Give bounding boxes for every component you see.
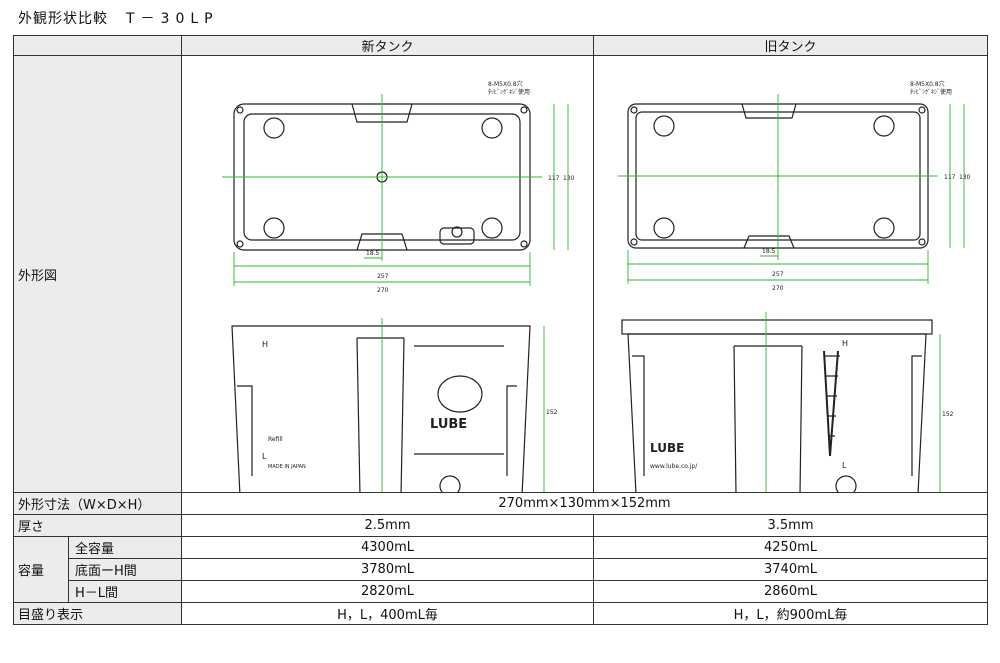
header-new-tank: 新タンク — [181, 35, 594, 56]
new-mark-h: H — [262, 340, 268, 349]
old-url-text: www.lube.co.jp/ — [650, 463, 698, 470]
new-mark-l: L — [262, 452, 267, 461]
comparison-table: 新タンク 旧タンク 外形図 — [13, 35, 988, 625]
old-height-dim: 152 — [942, 411, 954, 418]
new-dim-offset: 18.5 — [366, 250, 380, 257]
old-tank-drawing: 257 270 18.5 117 130 8-M5X0.8穴 ﾀｯﾋﾟﾝｸﾞﾈｼ… — [618, 80, 971, 492]
old-dim-depth-total: 130 — [959, 174, 971, 181]
old-dim-offset: 18.5 — [762, 248, 776, 255]
new-tank-drawing-cell: 257 270 18.5 117 130 8-M5X0.8穴 ﾀｯﾋﾟﾝｸﾞﾈｼ… — [181, 55, 594, 493]
new-dim-total: 270 — [377, 287, 389, 294]
page-title: 外観形状比較 T－30LP — [18, 8, 219, 28]
old-dim-total: 270 — [772, 285, 784, 292]
capacity-bottom-h-new: 3780mL — [181, 558, 594, 581]
new-screw-note2: ﾀｯﾋﾟﾝｸﾞﾈｼﾞ使用 — [488, 88, 530, 96]
row-label-thickness: 厚さ — [13, 514, 182, 537]
capacity-total-new: 4300mL — [181, 536, 594, 559]
old-front-lid — [621, 319, 933, 335]
old-dim-depth: 117 — [944, 174, 956, 181]
new-dim-depth: 117 — [548, 175, 560, 182]
new-height-dim: 152 — [546, 409, 558, 416]
old-front-outline — [627, 333, 927, 492]
capacity-h-l-old: 2860mL — [593, 580, 988, 603]
dimensions-value: 270mm×130mm×152mm — [181, 492, 988, 515]
title-model: T－30LP — [126, 11, 219, 27]
capacity-h-l-new: 2820mL — [181, 580, 594, 603]
old-mark-l: L — [842, 461, 847, 470]
new-brand-text: LUBE — [430, 417, 467, 432]
new-tank-drawing: 257 270 18.5 117 130 8-M5X0.8穴 ﾀｯﾋﾟﾝｸﾞﾈｼ… — [222, 80, 575, 492]
scale-old: H，L，約900mL毎 — [593, 602, 988, 625]
new-made-in: MADE IN JAPAN — [268, 464, 306, 470]
capacity-total-old: 4250mL — [593, 536, 988, 559]
thickness-old: 3.5mm — [593, 514, 988, 537]
new-screw-note: 8-M5X0.8穴 — [488, 80, 523, 88]
row-label-scale: 目盛り表示 — [13, 602, 182, 625]
new-refill-text: Refill — [268, 436, 283, 443]
new-dim-inner: 257 — [377, 273, 389, 280]
old-dim-inner: 257 — [772, 271, 784, 278]
old-screw-note: 8-M5X0.8穴 — [910, 80, 945, 88]
capacity-bottom-h-label: 底面ーH間 — [68, 558, 182, 581]
header-empty-cell — [13, 35, 182, 56]
row-label-capacity: 容量 — [13, 536, 69, 603]
title-prefix: 外観形状比較 — [18, 11, 108, 27]
row-label-figure: 外形図 — [13, 55, 182, 493]
capacity-h-l-label: H－L間 — [68, 580, 182, 603]
header-old-tank: 旧タンク — [593, 35, 988, 56]
capacity-bottom-h-old: 3740mL — [593, 558, 988, 581]
thickness-new: 2.5mm — [181, 514, 594, 537]
old-tank-drawing-cell: 257 270 18.5 117 130 8-M5X0.8穴 ﾀｯﾋﾟﾝｸﾞﾈｼ… — [593, 55, 988, 493]
old-brand-text: LUBE — [650, 441, 684, 455]
old-mark-h: H — [842, 339, 848, 348]
scale-new: H，L，400mL毎 — [181, 602, 594, 625]
new-dim-depth-total: 130 — [563, 175, 575, 182]
row-label-dimensions: 外形寸法（W×D×H） — [13, 492, 182, 515]
old-screw-note2: ﾀｯﾋﾟﾝｸﾞﾈｼﾞ使用 — [910, 88, 952, 96]
new-front-outline — [231, 325, 531, 492]
capacity-total-label: 全容量 — [68, 536, 182, 559]
